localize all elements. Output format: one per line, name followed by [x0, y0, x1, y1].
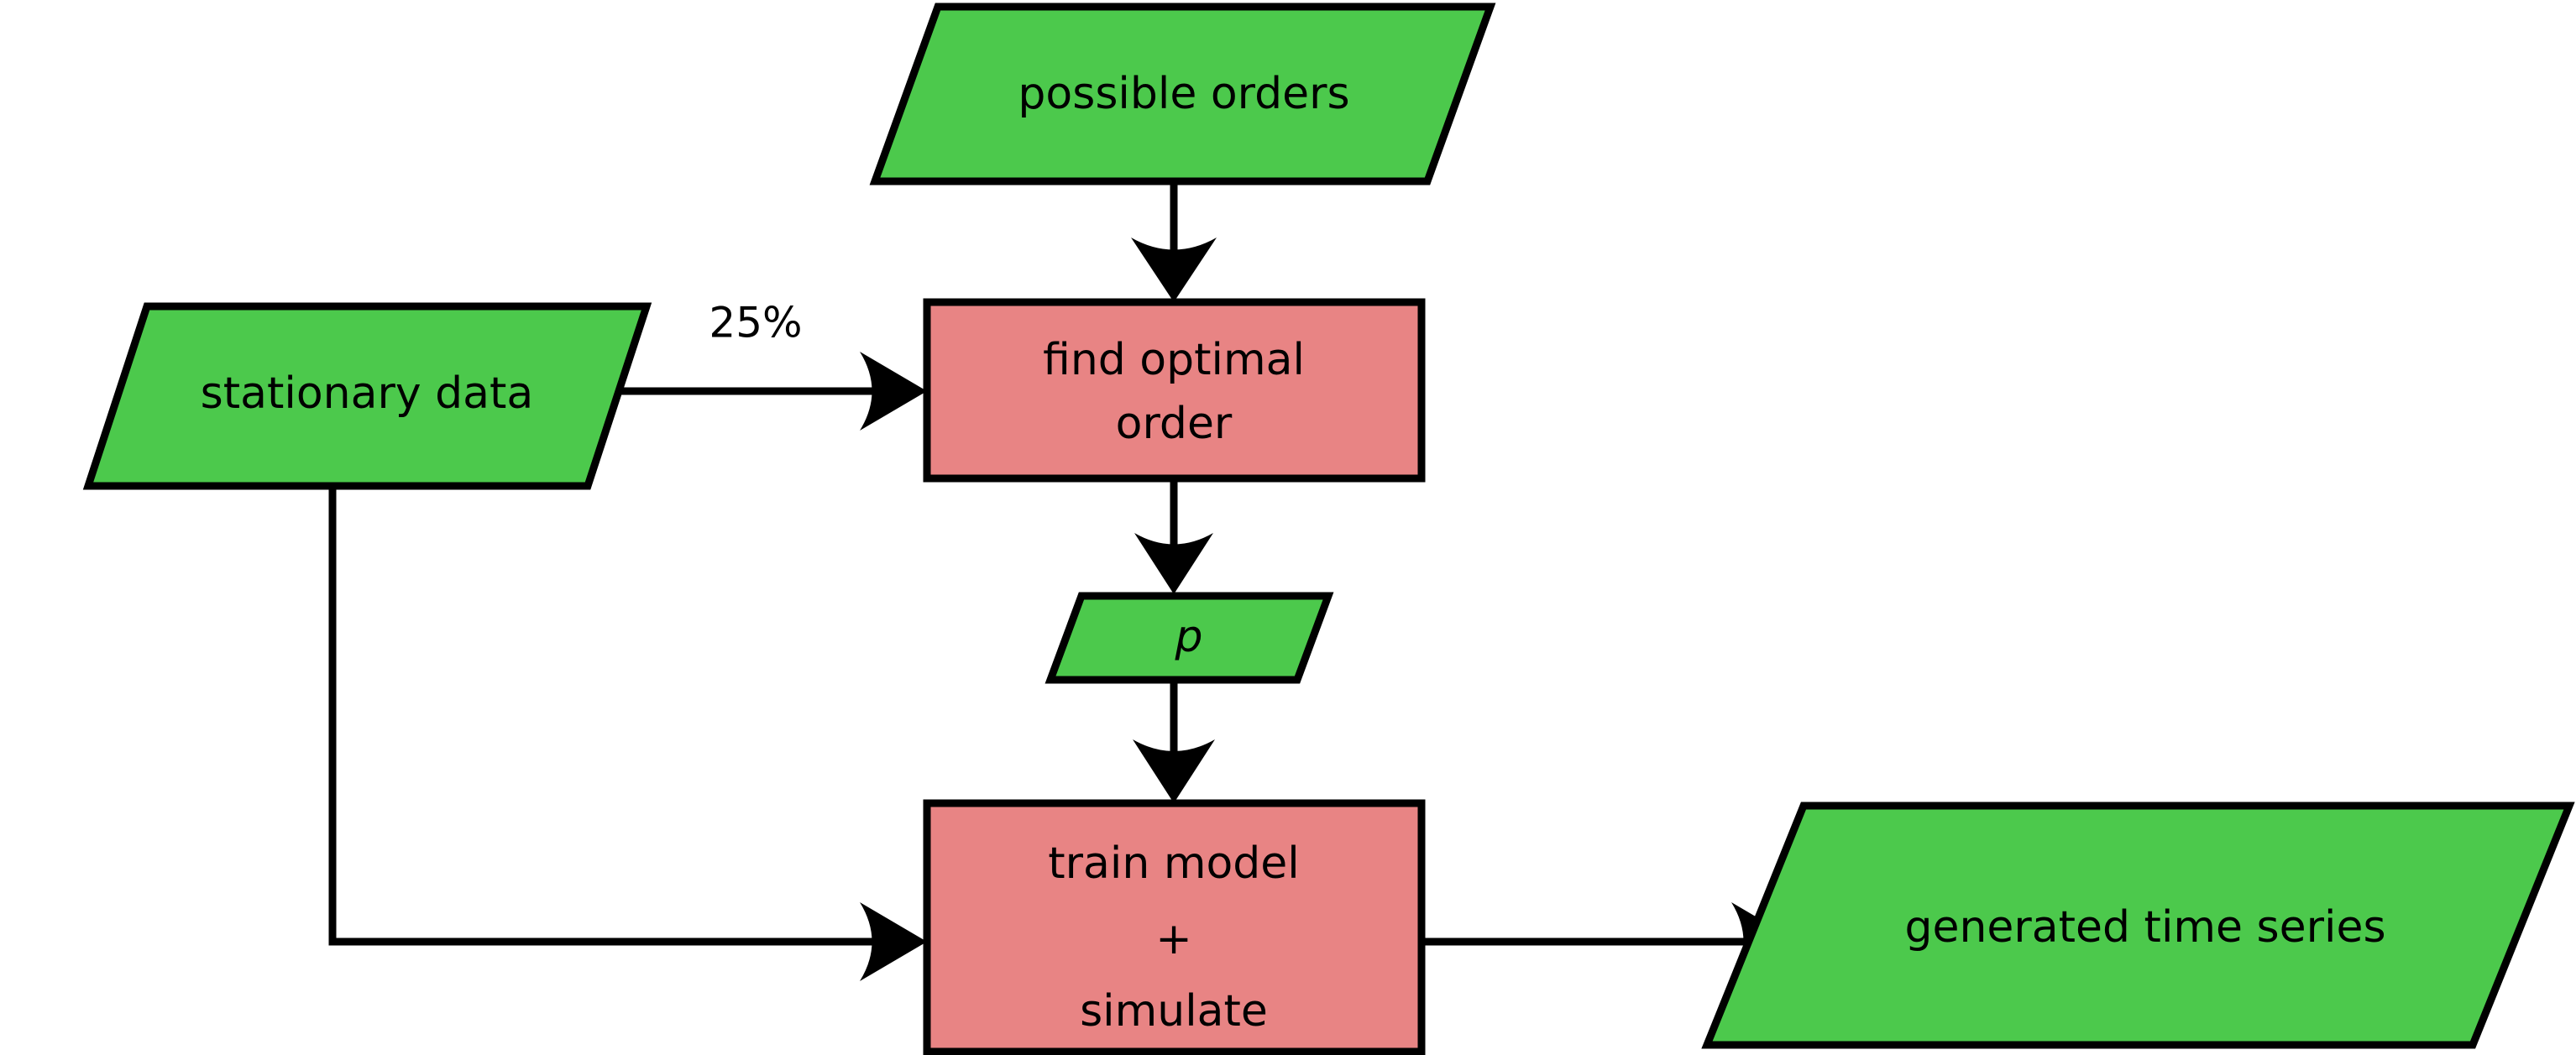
p-shape[interactable]	[1045, 592, 1334, 684]
train-model-simulate-shape[interactable]	[923, 799, 1426, 1055]
generated-time-series-label: generated time series	[1904, 902, 2385, 953]
node-p[interactable]: p	[1045, 592, 1334, 684]
node-possible-orders[interactable]: possible orders	[869, 3, 1496, 185]
node-generated-time-series[interactable]: generated time series	[1701, 802, 2575, 1049]
edge-stationary-data-to-find-optimal-order: 25%	[588, 299, 927, 431]
edge-p-to-train-model	[1133, 682, 1215, 803]
edge-stationary-data-to-train-model	[328, 489, 927, 981]
arrow-head	[1134, 533, 1213, 594]
p-label: p	[1174, 612, 1202, 662]
train-model-simulate-label-line2: +	[1155, 914, 1192, 964]
edge-possible-orders-to-find-optimal-order	[1131, 185, 1217, 302]
train-model-simulate-label-line3: simulate	[1080, 986, 1268, 1037]
node-find-optimal-order[interactable]: find optimal order	[923, 298, 1426, 483]
possible-orders-shape[interactable]	[869, 3, 1496, 185]
find-optimal-order-label-line2: order	[1116, 399, 1233, 449]
arrow-head	[1133, 739, 1215, 803]
arrow-head	[860, 902, 927, 981]
arrow-head	[1131, 238, 1217, 302]
edge-find-optimal-order-to-p	[1134, 478, 1213, 594]
edge-line	[328, 489, 873, 946]
stationary-data-shape[interactable]	[82, 302, 652, 490]
stationary-data-label: stationary data	[201, 368, 534, 419]
node-train-model-simulate[interactable]: train model + simulate	[923, 799, 1426, 1055]
find-optimal-order-label-line1: find optimal	[1043, 335, 1305, 385]
generated-time-series-shape[interactable]	[1701, 802, 2575, 1049]
node-stationary-data[interactable]: stationary data	[82, 302, 652, 490]
edge-label-25-percent: 25%	[709, 299, 802, 347]
train-model-simulate-label-line1: train model	[1048, 838, 1299, 889]
possible-orders-label: possible orders	[1018, 69, 1349, 119]
arrow-head	[860, 352, 927, 431]
find-optimal-order-shape[interactable]	[923, 298, 1426, 483]
